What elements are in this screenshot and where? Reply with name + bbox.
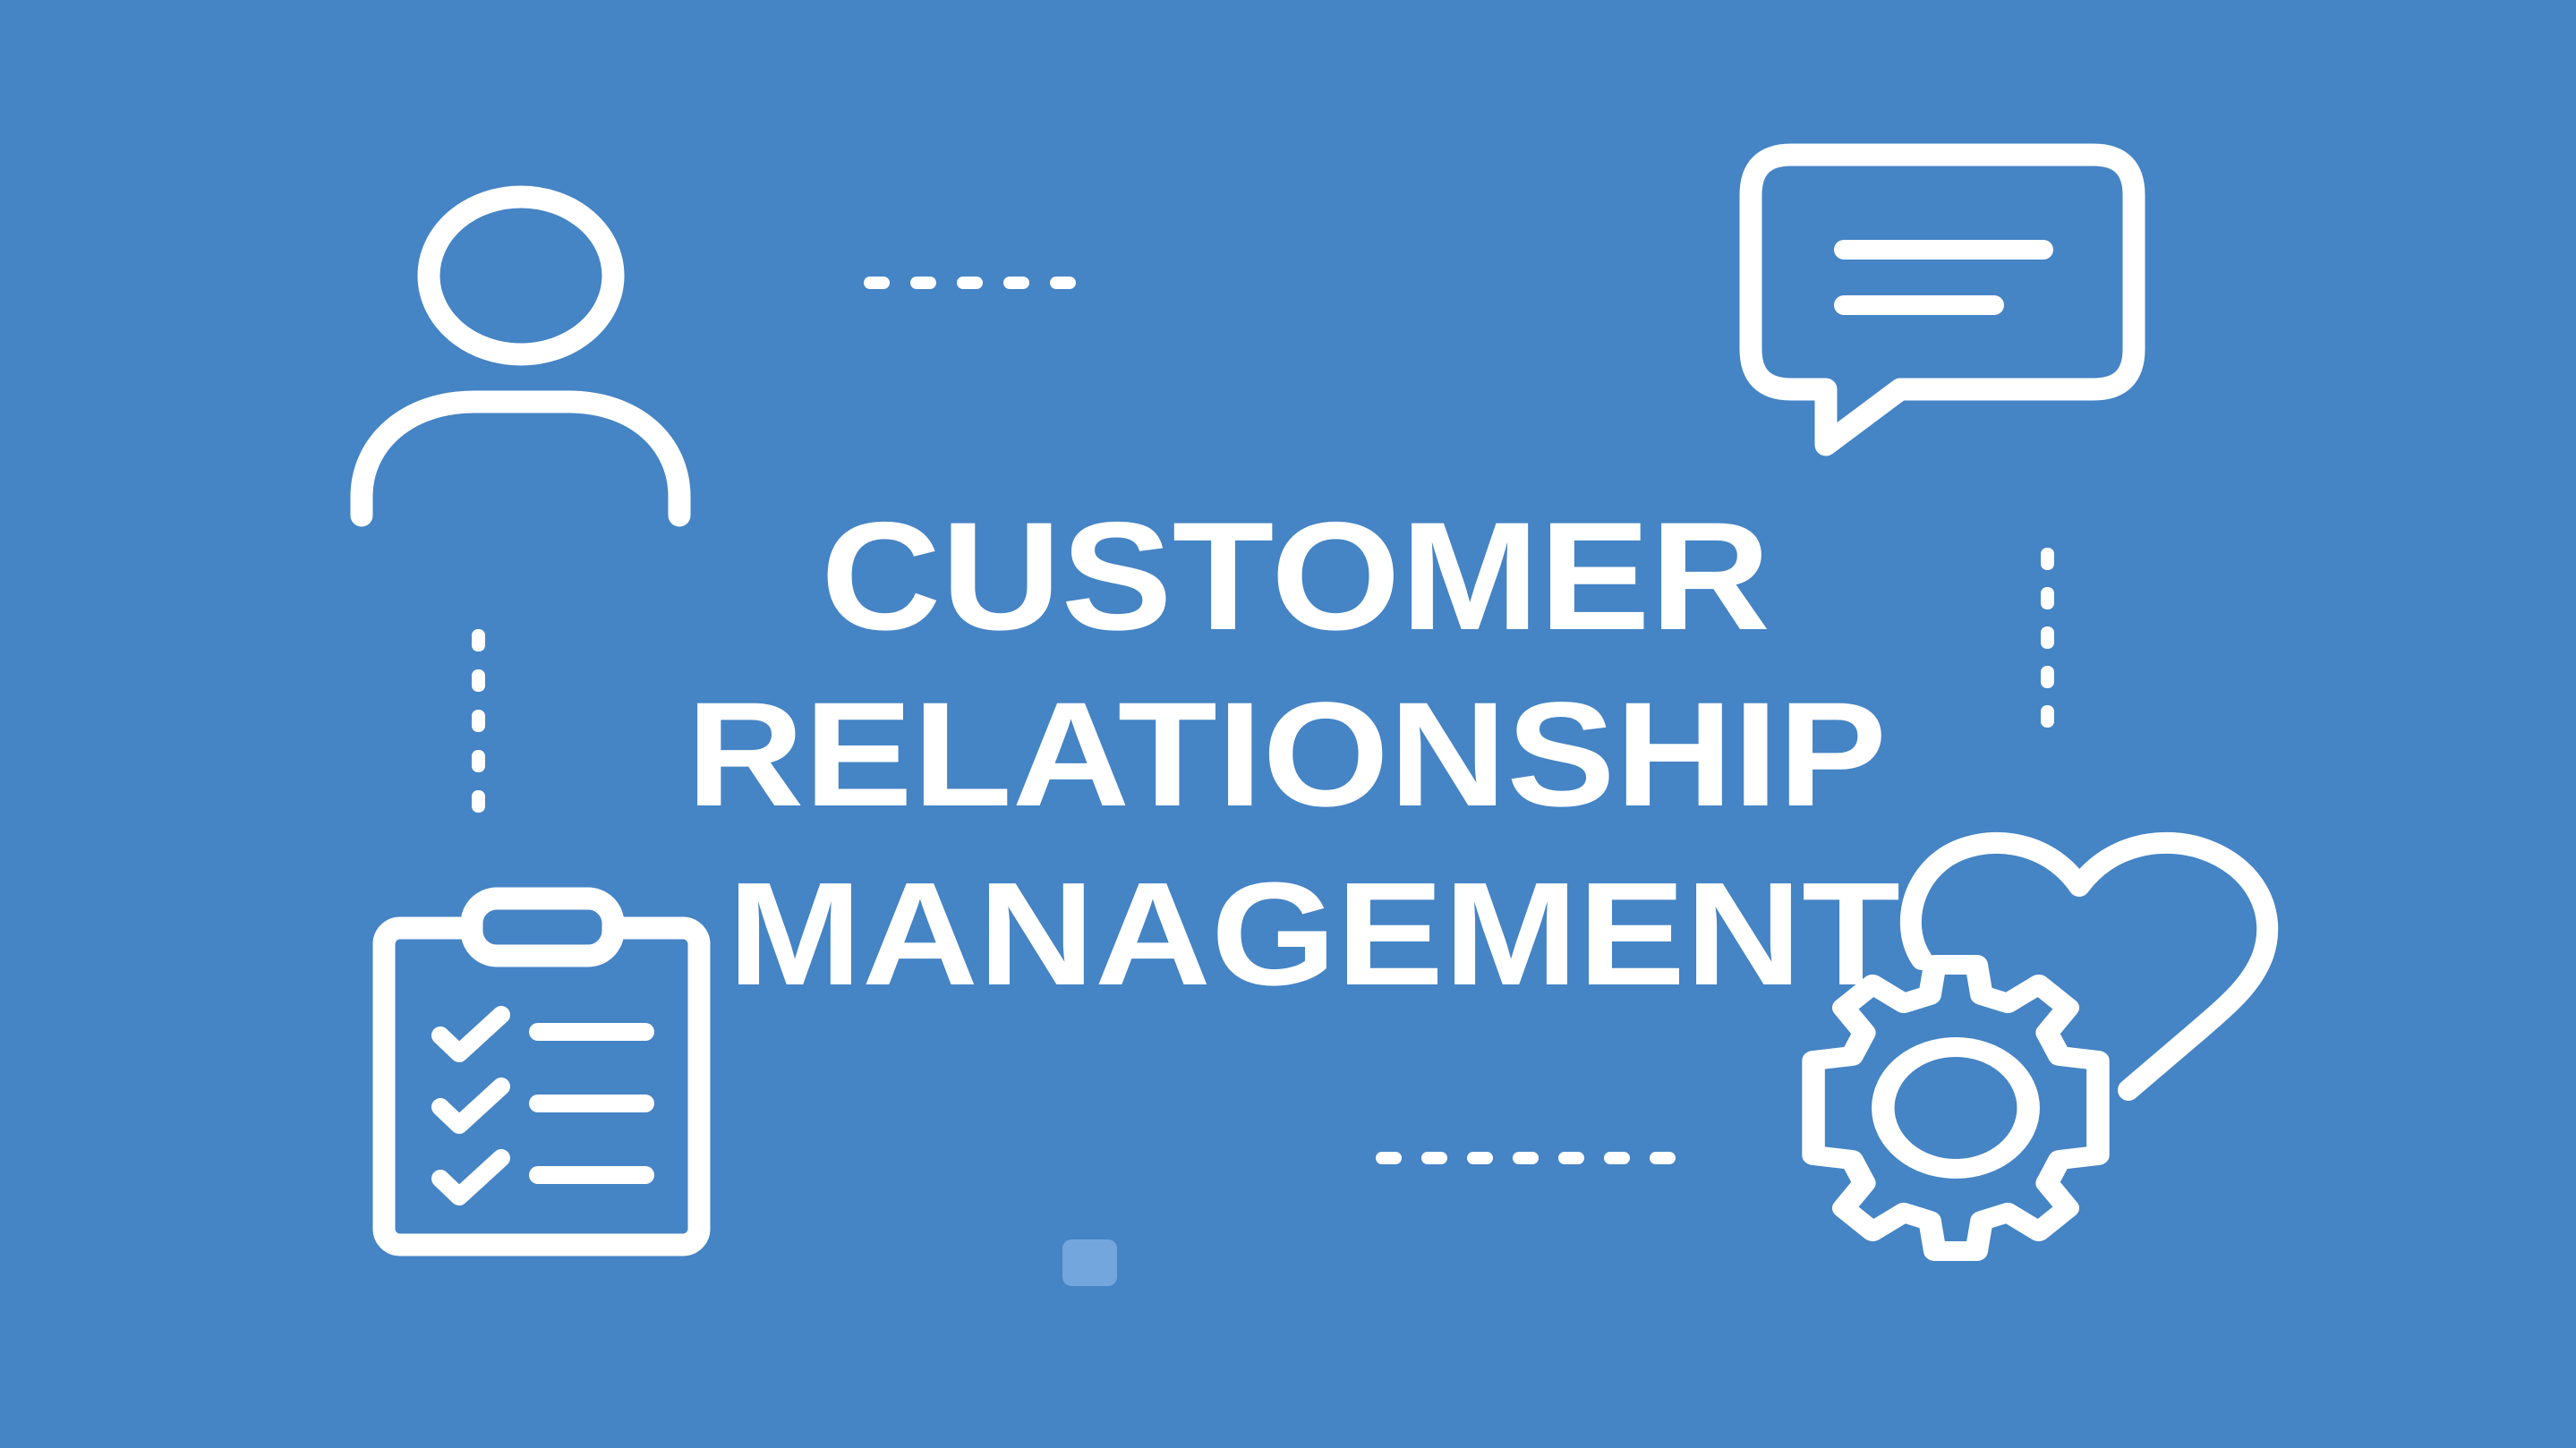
heart-icon: [1899, 831, 2279, 1101]
left-connector-dots: [472, 629, 485, 813]
title-line-2: RELATIONSHIP: [687, 672, 1887, 838]
gear-icon: [1802, 955, 2110, 1261]
decorative-square: [1062, 1239, 1117, 1286]
person-icon: [350, 185, 691, 527]
title-line-3: MANAGEMENT: [728, 852, 1900, 1016]
bottom-connector-dots: [1376, 1152, 1676, 1164]
clipboard-checklist-icon: [372, 887, 711, 1256]
heart-gear-icon: [1802, 831, 2279, 1261]
page-title: CUSTOMER RELATIONSHIP MANAGEMENT: [687, 490, 1900, 1016]
title-line-1: CUSTOMER: [821, 490, 1770, 662]
right-connector-dots: [2041, 548, 2054, 728]
checklist-items: [431, 1006, 654, 1205]
check-icon: [431, 1006, 510, 1062]
check-icon: [431, 1077, 510, 1134]
chat-bubble-icon: [1739, 143, 2145, 456]
top-connector-dots: [864, 277, 1076, 289]
check-icon: [431, 1149, 510, 1205]
